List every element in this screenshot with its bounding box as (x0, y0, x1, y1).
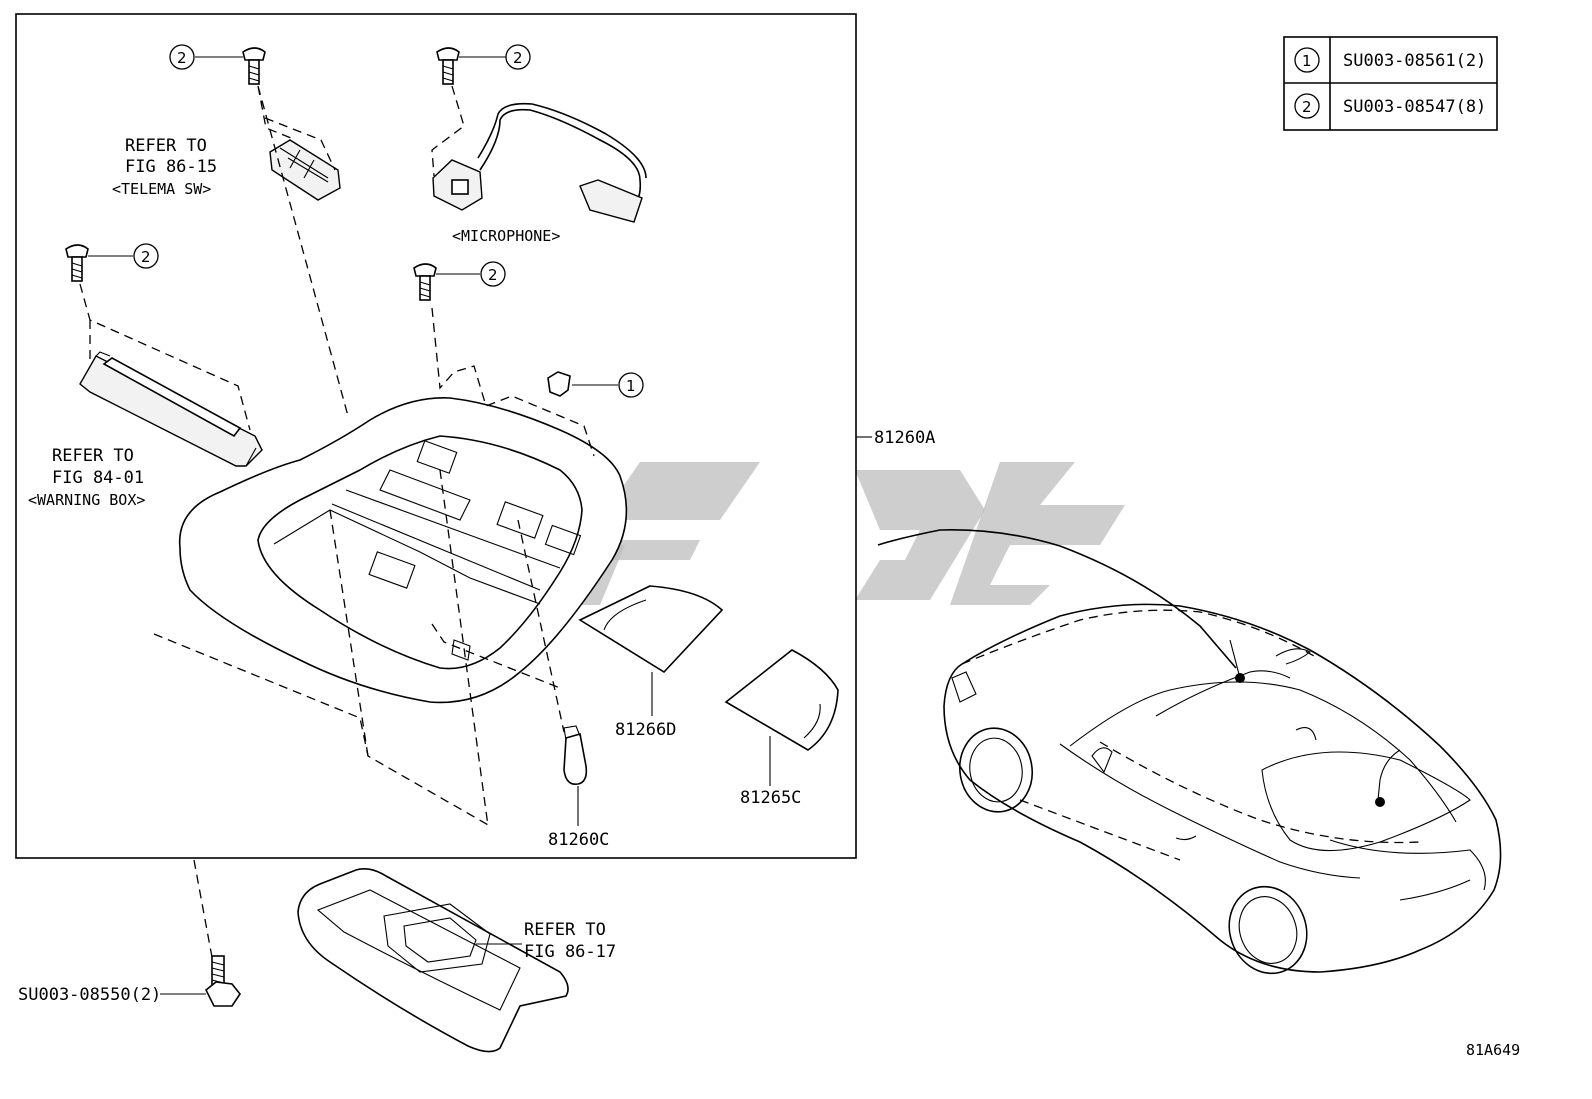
legend-part-1: SU003-08561(2) (1343, 51, 1486, 71)
svg-text:1: 1 (1302, 52, 1312, 70)
microphone (432, 102, 647, 223)
telema-switch (269, 139, 341, 201)
svg-text:2: 2 (513, 49, 523, 67)
lens-81265c (724, 649, 839, 751)
lower-cover (297, 868, 569, 1053)
screw-icon (65, 244, 89, 282)
lens-81265c-label: 81265C (740, 788, 801, 808)
legend-key-2: 2 (1294, 93, 1320, 119)
assembly-frame (15, 13, 857, 859)
lower-fig: FIG 86-17 (524, 942, 616, 962)
screw-icon (413, 263, 437, 301)
screw-icon (436, 47, 460, 85)
screw-icon (242, 47, 266, 85)
callout-1-clip: 1 (618, 372, 644, 398)
warning-fig: FIG 84-01 (52, 468, 144, 488)
legend-table: 1 2 SU003-08561(2) SU003-08547(8) (1283, 36, 1498, 131)
callout-2-console: 2 (480, 261, 506, 287)
warning-refer: REFER TO (52, 446, 134, 466)
figure-id: 81A649 (1466, 1041, 1520, 1059)
clip-icon (547, 371, 571, 397)
callout-2-telema: 2 (169, 44, 195, 70)
telema-name: <TELEMA SW> (112, 180, 211, 198)
warning-name: <WARNING BOX> (28, 491, 145, 509)
bolt-icon (204, 955, 241, 1007)
svg-text:2: 2 (1302, 98, 1312, 116)
svg-text:2: 2 (488, 266, 498, 284)
svg-text:1: 1 (626, 377, 636, 395)
lens-81266d-label: 81266D (615, 720, 676, 740)
bulb (563, 725, 588, 786)
telema-fig: FIG 86-15 (125, 157, 217, 177)
warning-box (79, 351, 263, 467)
callout-2-warning: 2 (133, 243, 159, 269)
legend-part-2: SU003-08547(8) (1343, 97, 1486, 117)
bolt-label: SU003-08550(2) (18, 985, 161, 1005)
console-housing (178, 397, 628, 704)
assembly-part-number: 81260A (874, 428, 935, 448)
svg-text:2: 2 (141, 248, 151, 266)
svg-text:2: 2 (177, 49, 187, 67)
lower-refer: REFER TO (524, 920, 606, 940)
telema-refer: REFER TO (125, 136, 207, 156)
car-illustration (877, 529, 1502, 975)
legend-key-1: 1 (1294, 47, 1320, 73)
bulb-label: 81260C (548, 830, 609, 850)
microphone-label: <MICROPHONE> (452, 227, 560, 245)
lens-81266d (578, 585, 724, 674)
callout-2-microphone: 2 (505, 44, 531, 70)
